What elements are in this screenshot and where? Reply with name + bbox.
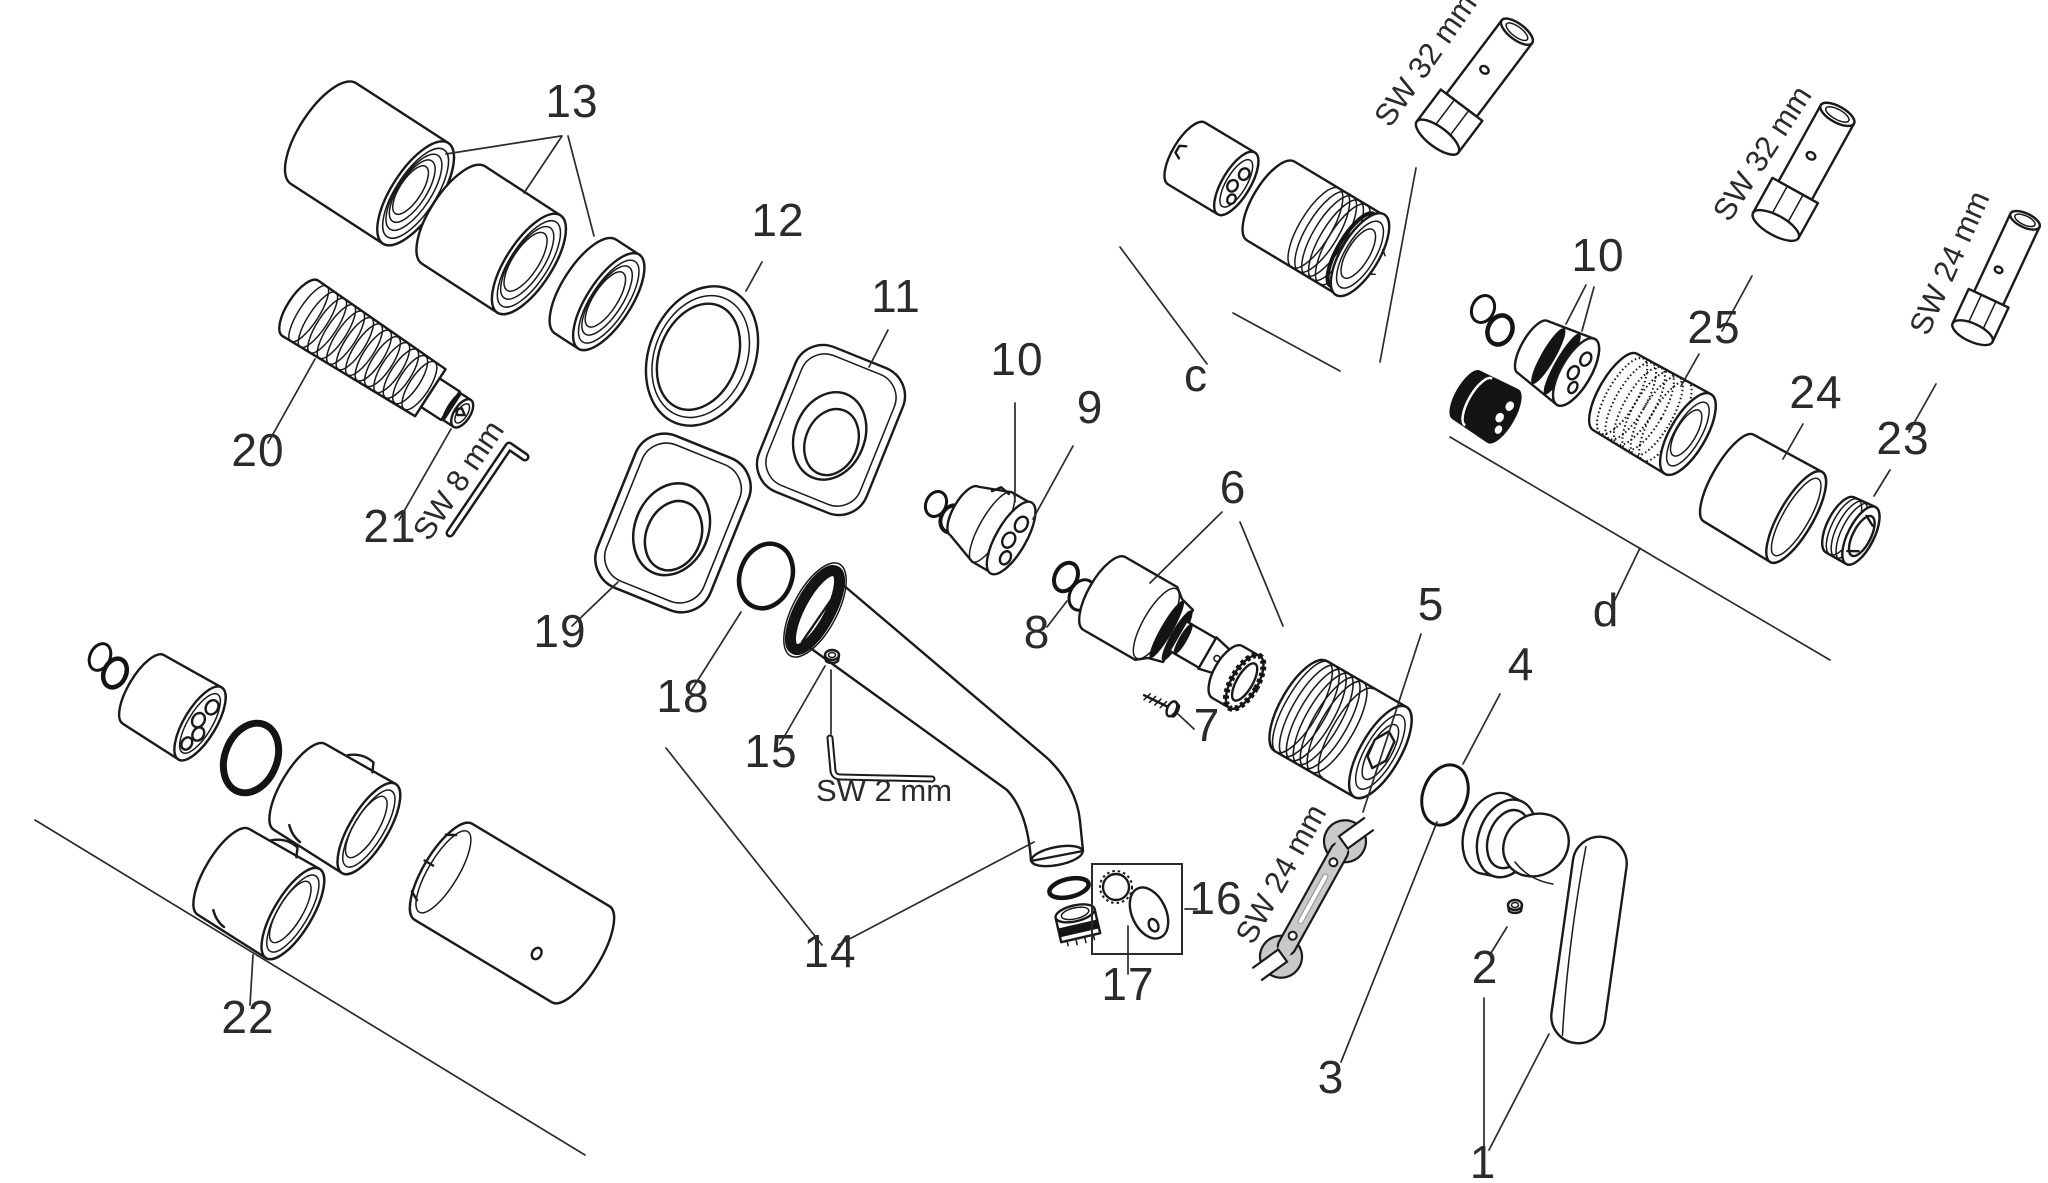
callout-12: 12 bbox=[751, 194, 804, 246]
part-10-right-seals bbox=[1469, 293, 1515, 347]
sw32-socket-tool-top bbox=[1414, 17, 1535, 156]
part-22-seals bbox=[87, 642, 130, 690]
sw8-allen-key-icon bbox=[445, 441, 530, 538]
callout-4: 4 bbox=[1508, 638, 1535, 690]
callout-19: 19 bbox=[533, 605, 586, 657]
label-sw2: SW 2 mm bbox=[816, 773, 952, 808]
callout-20: 20 bbox=[231, 424, 284, 476]
part-16-box bbox=[1091, 863, 1183, 955]
callout-10-left: 10 bbox=[990, 333, 1043, 385]
part-16-service-key bbox=[1099, 870, 1170, 940]
spout-base-ring bbox=[783, 562, 847, 658]
part-18-o-ring bbox=[736, 541, 796, 611]
part-14-spout bbox=[783, 562, 1085, 868]
part-c-connector bbox=[1241, 159, 1391, 298]
callout-21: 21 bbox=[363, 500, 416, 552]
sw32-socket-tool-right bbox=[1751, 101, 1856, 243]
callout-9: 9 bbox=[1077, 381, 1104, 433]
part-22-socket-tool bbox=[408, 821, 616, 1005]
part-13-sleeve-a bbox=[283, 80, 456, 247]
callout-13: 13 bbox=[545, 75, 598, 127]
part-6-cartridge bbox=[1078, 555, 1235, 677]
callout-22: 22 bbox=[221, 991, 274, 1043]
part-12-ring bbox=[644, 285, 760, 427]
callout-5: 5 bbox=[1418, 578, 1445, 630]
callout-25: 25 bbox=[1687, 301, 1740, 353]
part-10-right-black-valve bbox=[1449, 370, 1522, 444]
part-3-o-ring bbox=[1420, 763, 1470, 827]
part-22-sleeve-b bbox=[192, 826, 326, 961]
callout-11: 11 bbox=[871, 270, 921, 322]
sw24-wrench-icon bbox=[1251, 816, 1375, 982]
part-17-aerator bbox=[1054, 903, 1102, 947]
part-7-screw bbox=[1142, 693, 1181, 718]
callout-23: 23 bbox=[1876, 412, 1929, 464]
callout-7: 7 bbox=[1194, 699, 1221, 751]
callout-17: 17 bbox=[1101, 958, 1154, 1010]
part-21-screw-head bbox=[442, 392, 475, 429]
callout-8: 8 bbox=[1024, 606, 1051, 658]
callout-3: 3 bbox=[1318, 1051, 1345, 1103]
part-22-perforated-cylinder bbox=[117, 653, 227, 762]
callout-15: 15 bbox=[744, 725, 797, 777]
aerator-o-ring bbox=[1047, 875, 1091, 901]
leader-lines bbox=[34, 135, 1937, 1156]
part-22-sleeve-a bbox=[268, 741, 402, 876]
callout-18: 18 bbox=[656, 670, 709, 722]
callout-10-right: 10 bbox=[1571, 229, 1624, 281]
part-5-threaded-sleeve bbox=[1268, 658, 1413, 800]
part-c-check-valve bbox=[1163, 120, 1260, 217]
callout-16: 16 bbox=[1189, 872, 1242, 924]
part-22-thick-o-ring bbox=[219, 719, 283, 797]
callout-c: c bbox=[1184, 349, 1208, 401]
sw2-allen-key-icon bbox=[826, 734, 936, 783]
part-1-handle bbox=[1502, 812, 1628, 1045]
part-2-set-screw bbox=[1506, 898, 1524, 915]
part-13-sleeve-b bbox=[415, 163, 568, 316]
part-24-sleeve bbox=[1698, 432, 1828, 565]
part-9-check-valve bbox=[946, 484, 1037, 576]
part-25-knurled-nut bbox=[1587, 351, 1717, 477]
part-20-threaded-tube bbox=[278, 278, 475, 429]
callout-14: 14 bbox=[803, 925, 856, 977]
callout-d: d bbox=[1593, 584, 1620, 636]
sw24-socket-tool-right bbox=[1951, 209, 2041, 347]
part-10-right-valve-stack bbox=[1513, 319, 1601, 407]
part-6-cartridge-nut bbox=[1207, 644, 1267, 712]
part-23-adapter bbox=[1821, 495, 1881, 566]
callout-2: 2 bbox=[1472, 941, 1499, 993]
callout-1: 1 bbox=[1470, 1136, 1497, 1183]
callout-6: 6 bbox=[1220, 461, 1247, 513]
part-13-ring bbox=[548, 236, 646, 352]
part-15-set-screw bbox=[823, 648, 841, 665]
callout-24: 24 bbox=[1789, 366, 1842, 418]
